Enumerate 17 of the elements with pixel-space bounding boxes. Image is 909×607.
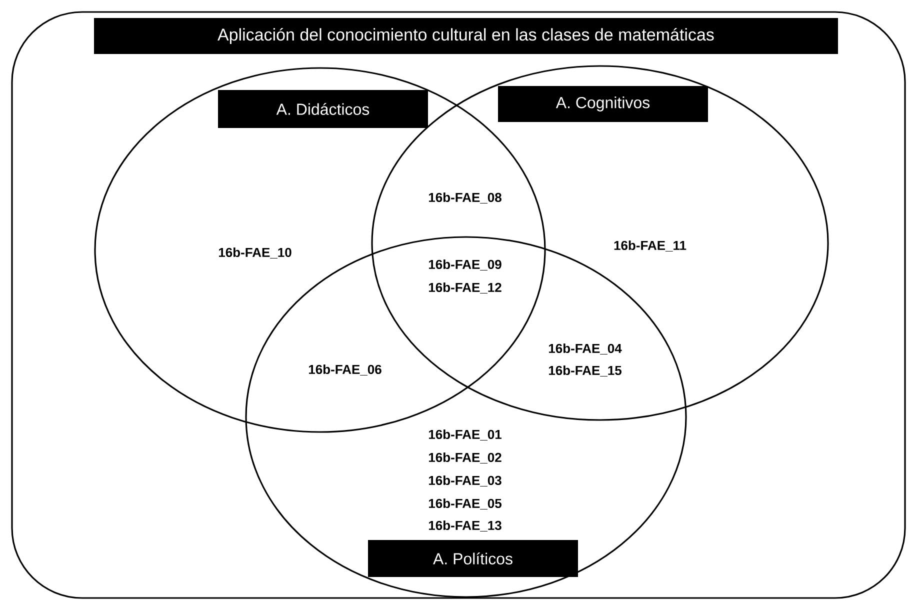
- code-label: 16b-FAE_08: [428, 192, 502, 204]
- code-label: 16b-FAE_11: [614, 240, 686, 252]
- category-box: A. Políticos: [368, 540, 578, 577]
- code-label: 16b-FAE_06: [308, 364, 382, 376]
- code-label: 16b-FAE_02: [428, 452, 502, 464]
- code-label: 16b-FAE_12: [428, 282, 502, 294]
- code-label: 16b-FAE_10: [218, 247, 292, 258]
- code-label: 16b-FAE_01: [428, 430, 502, 440]
- code-label: 16b-FAE_05: [428, 498, 502, 510]
- code-label: 16b-FAE_04: [548, 343, 622, 354]
- frame-box: [11, 11, 906, 599]
- code-label: 16b-FAE_09: [428, 259, 502, 270]
- code-label: 16b-FAE_15: [548, 365, 622, 376]
- category-box: A. Didácticos: [218, 90, 428, 128]
- title-bar: Aplicación del conocimiento cultural en las clases de matemáticas: [94, 18, 838, 54]
- code-label: 16b-FAE_03: [428, 476, 502, 486]
- category-box: A. Cognitivos: [498, 86, 708, 122]
